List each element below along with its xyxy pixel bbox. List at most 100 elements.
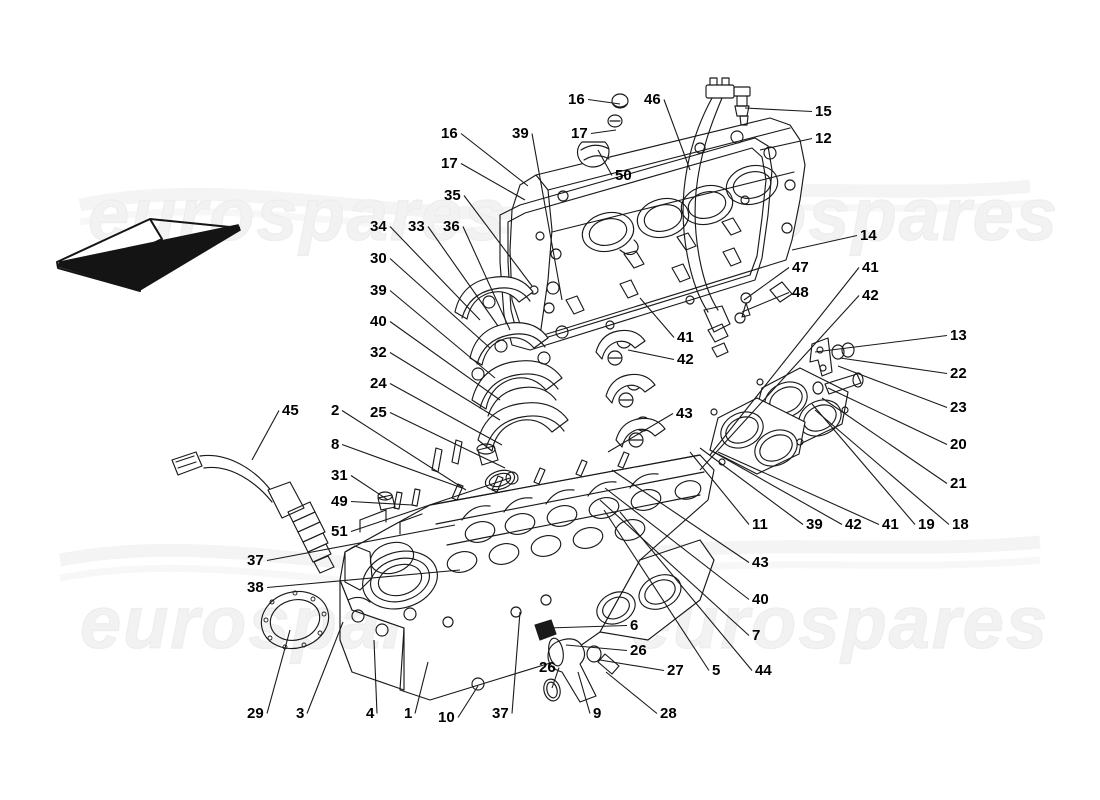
leader-line-41 (639, 297, 675, 338)
leader-line-37 (511, 611, 521, 714)
leader-line-44 (619, 511, 753, 671)
callout-16: 16 (441, 125, 458, 142)
leader-line-33 (427, 226, 499, 327)
leader-line-43 (611, 469, 750, 563)
leader-line-16 (587, 98, 621, 105)
callout-49: 49 (331, 493, 348, 510)
leader-line-29 (266, 629, 291, 714)
leader-line-26 (565, 644, 628, 652)
callout-20: 20 (950, 436, 967, 453)
leader-line-27 (599, 659, 665, 672)
leader-line-7 (599, 499, 750, 636)
leader-line-42 (709, 449, 843, 525)
oil-filler-cap-part (576, 141, 610, 168)
leader-line-34 (389, 226, 481, 321)
callout-21: 21 (950, 475, 967, 492)
leader-line-39 (531, 133, 563, 301)
callout-48: 48 (792, 284, 809, 301)
leader-line-18 (814, 409, 950, 525)
callout-31: 31 (331, 467, 348, 484)
callout-39: 39 (512, 125, 529, 142)
callout-35: 35 (444, 187, 461, 204)
callout-12: 12 (815, 130, 832, 147)
leader-line-19 (811, 403, 916, 525)
callout-37: 37 (247, 552, 264, 569)
leader-line-2 (341, 410, 467, 491)
callout-11: 11 (752, 516, 768, 533)
callout-50: 50 (615, 167, 632, 184)
callout-1: 1 (404, 705, 413, 722)
callout-30: 30 (370, 250, 387, 267)
leader-line-41 (717, 451, 880, 526)
fastener-17-top (607, 114, 623, 128)
leader-line-8 (341, 443, 463, 489)
callout-17: 17 (441, 155, 458, 172)
leader-line-40 (604, 487, 750, 600)
leader-line-17 (460, 163, 526, 201)
leader-line-12 (759, 137, 813, 151)
leader-line-17 (590, 129, 617, 135)
callout-9: 9 (593, 705, 602, 722)
fastener-column-right (595, 329, 666, 448)
leader-line-48 (741, 291, 790, 313)
leader-line-21 (821, 397, 948, 484)
callout-42: 42 (862, 287, 879, 304)
callout-2: 2 (331, 402, 340, 419)
leader-line-42 (699, 295, 860, 471)
callout-7: 7 (752, 627, 761, 644)
leader-line-46 (663, 99, 691, 171)
leader-line-5 (603, 509, 710, 671)
callout-42: 42 (845, 516, 862, 533)
callout-4: 4 (366, 705, 375, 722)
callout-8: 8 (331, 436, 340, 453)
callout-17: 17 (571, 125, 588, 142)
callout-39: 39 (806, 516, 823, 533)
leader-line-50 (597, 149, 613, 176)
leader-line-4 (373, 639, 378, 714)
callout-14: 14 (860, 227, 877, 244)
temperature-sensor-part (733, 86, 751, 126)
camshaft-bearing-caps-part (377, 276, 569, 511)
leader-line-9 (577, 671, 591, 714)
callout-44: 44 (755, 662, 772, 679)
callout-13: 13 (950, 327, 967, 344)
leader-line-43 (607, 413, 674, 453)
callout-41: 41 (862, 259, 879, 276)
callout-43: 43 (676, 405, 693, 422)
callout-5: 5 (712, 662, 721, 679)
leader-line-49 (350, 500, 413, 506)
crankshaft-oil-seal-ring-part (260, 590, 330, 650)
callout-24: 24 (370, 375, 387, 392)
leader-line-39 (389, 290, 496, 379)
callout-45: 45 (282, 402, 299, 419)
leader-line-16 (460, 133, 529, 187)
leader-line-26 (551, 667, 560, 689)
callout-23: 23 (950, 399, 967, 416)
leader-line-31 (350, 475, 389, 501)
callout-39: 39 (370, 282, 387, 299)
callout-41: 41 (677, 329, 694, 346)
callout-51: 51 (331, 523, 348, 540)
callout-26: 26 (539, 659, 556, 676)
callout-34: 34 (370, 218, 387, 235)
callout-10: 10 (438, 709, 455, 726)
callout-42: 42 (677, 351, 694, 368)
leader-line-20 (827, 387, 948, 445)
leader-line-13 (814, 334, 948, 353)
callout-16: 16 (568, 91, 585, 108)
leader-line-22 (839, 357, 948, 375)
valve-cover-gasket-part (499, 137, 773, 351)
leader-line-28 (605, 671, 658, 714)
leader-line-35 (463, 195, 533, 287)
mounting-bracket-part (809, 337, 864, 395)
leader-line-41 (709, 267, 860, 456)
callout-19: 19 (918, 516, 935, 533)
leader-line-1 (414, 661, 429, 714)
leader-line-24 (389, 383, 503, 446)
callout-36: 36 (443, 218, 460, 235)
callout-37: 37 (492, 705, 509, 722)
callout-29: 29 (247, 705, 264, 722)
